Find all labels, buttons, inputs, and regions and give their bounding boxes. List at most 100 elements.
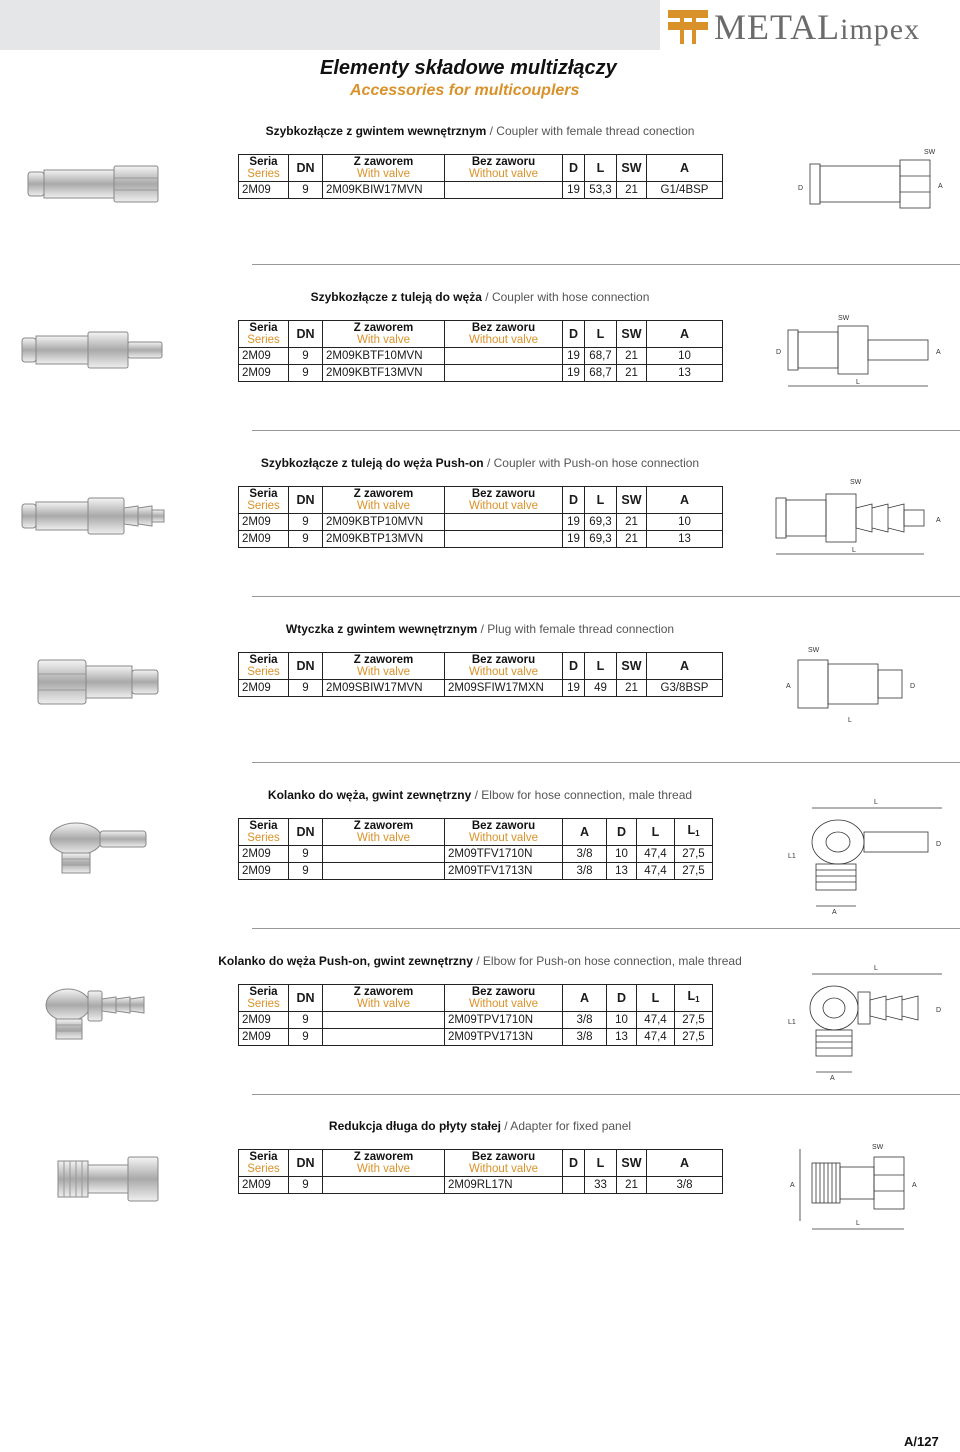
metalimpex-logo: METALimpex xyxy=(662,2,960,52)
cell-dn: 9 xyxy=(288,364,323,382)
svg-text:A: A xyxy=(936,517,941,524)
col-l: L xyxy=(636,818,675,846)
cell-sw: 21 xyxy=(616,1176,647,1194)
col-a: A xyxy=(646,154,723,182)
col-sw: SW xyxy=(616,154,647,182)
svg-text:A: A xyxy=(832,909,837,916)
col-a: A xyxy=(562,818,607,846)
coupler-photo-icon xyxy=(27,165,159,203)
table-row: 2M09 9 2M09TPV1713N 3/8 13 47,4 27,5 xyxy=(238,1028,713,1046)
col-d: D xyxy=(562,320,585,348)
svg-text:D: D xyxy=(936,1007,941,1014)
page-subtitle: Accessories for multicouplers xyxy=(350,82,580,99)
cell-without-valve: 2M09TFV1710N xyxy=(444,845,563,863)
cell-series: 2M09 xyxy=(238,181,289,199)
svg-text:D: D xyxy=(910,683,915,690)
section-coupler-female-thread: Szybkozłącze z gwintem wewnętrznym / Cou… xyxy=(0,124,960,290)
section-divider xyxy=(252,430,960,431)
cell-a: 3/8 xyxy=(562,1011,607,1029)
cell-series: 2M09 xyxy=(238,862,289,880)
svg-text:A: A xyxy=(912,1182,917,1189)
cell-series: 2M09 xyxy=(238,364,289,382)
svg-text:L1: L1 xyxy=(788,853,796,860)
svg-text:D: D xyxy=(798,185,803,192)
svg-text:L: L xyxy=(856,379,860,386)
cell-series: 2M09 xyxy=(238,845,289,863)
section-adapter-fixed-panel: Redukcja długa do płyty stałej / Adapter… xyxy=(0,1119,960,1285)
cell-dn: 9 xyxy=(288,845,323,863)
col-l: L xyxy=(584,652,617,680)
col-dn: DN xyxy=(288,984,323,1012)
cell-d: 13 xyxy=(606,1028,637,1046)
page-number: A/127 xyxy=(904,1434,939,1449)
svg-text:L: L xyxy=(874,799,878,806)
header-band xyxy=(0,0,660,50)
cell-l: 68,7 xyxy=(584,364,617,382)
cell-l1: 27,5 xyxy=(674,862,713,880)
col-l: L xyxy=(584,320,617,348)
col-sw: SW xyxy=(616,486,647,514)
cell-dn: 9 xyxy=(288,679,323,697)
svg-text:SW: SW xyxy=(838,315,850,322)
cell-l: 47,4 xyxy=(636,1028,675,1046)
col-a: A xyxy=(646,1149,723,1177)
svg-text:SW: SW xyxy=(872,1144,884,1151)
cell-a: G3/8BSP xyxy=(646,679,723,697)
section-title: Wtyczka z gwintem wewnętrznym / Plug wit… xyxy=(285,622,675,636)
cell-without-valve: 2M09RL17N xyxy=(444,1176,563,1194)
section-coupler-hose: Szybkozłącze z tuleją do węża / Coupler … xyxy=(0,290,960,456)
cell-d xyxy=(562,1176,585,1194)
cell-series: 2M09 xyxy=(238,1176,289,1194)
cell-a: 3/8 xyxy=(562,845,607,863)
svg-text:L: L xyxy=(874,965,878,972)
cell-series: 2M09 xyxy=(238,1011,289,1029)
cell-dn: 9 xyxy=(288,1176,323,1194)
svg-text:SW: SW xyxy=(808,647,820,654)
svg-text:A: A xyxy=(938,183,943,190)
cell-d: 19 xyxy=(562,513,585,531)
cell-series: 2M09 xyxy=(238,1028,289,1046)
cell-series: 2M09 xyxy=(238,679,289,697)
cell-without-valve xyxy=(444,181,563,199)
technical-drawing-icon: SW A D L xyxy=(786,647,915,722)
cell-without-valve xyxy=(444,347,563,365)
svg-text:A: A xyxy=(936,349,941,356)
section-plug-female-thread: Wtyczka z gwintem wewnętrznym / Plug wit… xyxy=(0,622,960,788)
cell-l1: 27,5 xyxy=(674,1011,713,1029)
svg-text:SW: SW xyxy=(850,479,862,486)
cell-dn: 9 xyxy=(288,347,323,365)
cell-l: 47,4 xyxy=(636,862,675,880)
section-elbow-push-on: Kolanko do węża Push-on, gwint zewnętrzn… xyxy=(0,954,960,1120)
technical-drawing-icon: SW D A xyxy=(798,149,943,209)
col-l1: L1 xyxy=(674,818,713,846)
table-row: 2M09 9 2M09TPV1710N 3/8 10 47,4 27,5 xyxy=(238,1011,713,1029)
cell-dn: 9 xyxy=(288,862,323,880)
cell-a: 3/8 xyxy=(562,862,607,880)
cell-without-valve: 2M09TPV1713N xyxy=(444,1028,563,1046)
section-title: Kolanko do węża, gwint zewnętrzny / Elbo… xyxy=(267,788,693,802)
section-divider xyxy=(252,264,960,265)
cell-with-valve xyxy=(322,1028,445,1046)
elbow-push-on-photo-icon xyxy=(45,988,145,1040)
cell-d: 10 xyxy=(606,845,637,863)
cell-d: 13 xyxy=(606,862,637,880)
cell-l1: 27,5 xyxy=(674,845,713,863)
plug-photo-icon xyxy=(37,659,159,705)
technical-drawing-icon: SW D A L xyxy=(775,479,941,555)
cell-series: 2M09 xyxy=(238,530,289,548)
